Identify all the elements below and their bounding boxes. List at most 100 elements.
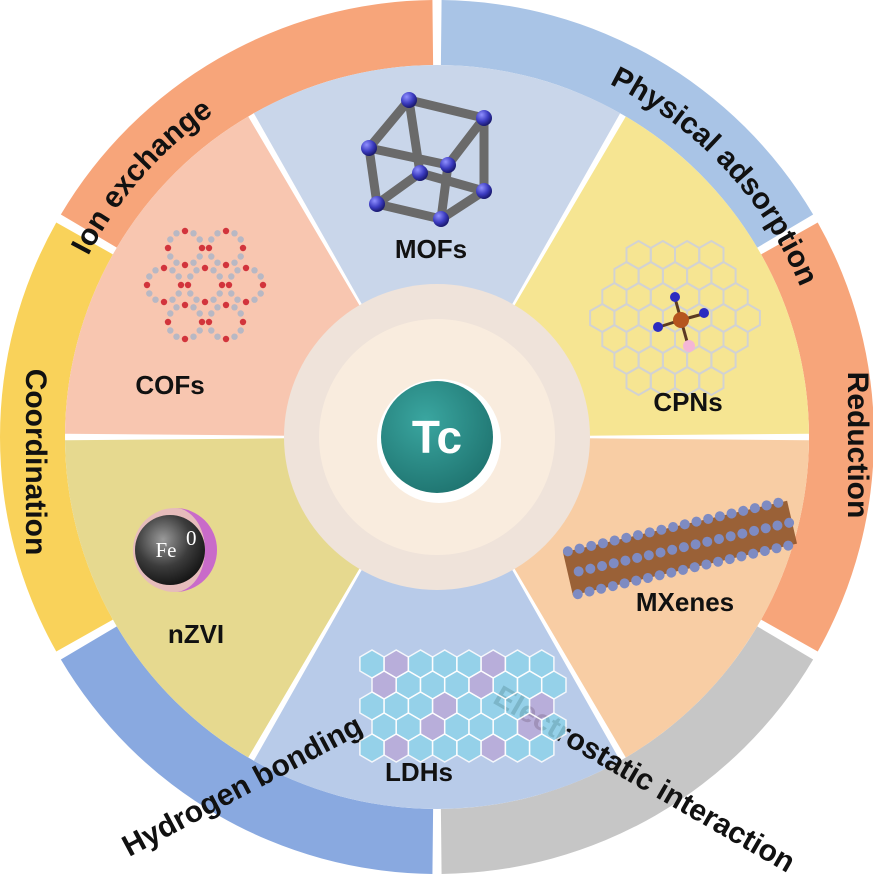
mxene-atom bbox=[702, 536, 713, 547]
cof-atom bbox=[251, 296, 258, 303]
cof-atom bbox=[231, 230, 238, 237]
cof-atom bbox=[205, 318, 213, 326]
cof-atom bbox=[146, 273, 153, 280]
cof-atom bbox=[193, 296, 200, 303]
mxene-atom bbox=[620, 555, 631, 566]
graphene-cell bbox=[698, 365, 725, 397]
mxene-atom bbox=[689, 562, 700, 573]
ring-label-coordination: Coordination bbox=[19, 369, 52, 556]
mxene-atom bbox=[749, 525, 760, 536]
mxene-atom bbox=[608, 558, 619, 569]
cof-atom bbox=[251, 267, 258, 274]
mxene-atom bbox=[761, 500, 772, 511]
mxene-atom bbox=[726, 508, 737, 519]
mxene-atom bbox=[784, 517, 795, 528]
label-cpns: CPNs bbox=[653, 387, 722, 417]
mxene-atom bbox=[771, 543, 782, 554]
cof-atom bbox=[228, 290, 235, 297]
cof-atom bbox=[173, 230, 180, 237]
label-cofs: COFs bbox=[135, 370, 204, 400]
mxene-atom bbox=[644, 527, 655, 538]
mxene-atom bbox=[724, 554, 735, 565]
cof-atom bbox=[231, 333, 238, 340]
cof-atom bbox=[181, 261, 189, 269]
cof-atom bbox=[237, 310, 244, 317]
graphene-lattice-icon bbox=[589, 239, 761, 397]
cof-atom bbox=[214, 333, 221, 340]
mxene-atom bbox=[773, 497, 784, 508]
cof-atom bbox=[237, 236, 244, 243]
cof-atom bbox=[181, 301, 189, 309]
cof-atom bbox=[152, 296, 159, 303]
cof-atom bbox=[242, 298, 250, 306]
mxene-atom bbox=[760, 523, 771, 534]
cof-atom bbox=[210, 296, 217, 303]
ldh-cell bbox=[528, 733, 555, 763]
cof-atom bbox=[187, 290, 194, 297]
mxene-atom bbox=[703, 513, 714, 524]
cof-atom bbox=[190, 333, 197, 340]
mxene-atom bbox=[586, 540, 597, 551]
ldh-cell bbox=[359, 733, 385, 763]
mxene-atom bbox=[725, 531, 736, 542]
cof-atom bbox=[208, 236, 215, 243]
sector-mofs bbox=[253, 64, 621, 307]
mxene-atom bbox=[609, 535, 620, 546]
mxene-atom bbox=[607, 581, 618, 592]
mxene-atom bbox=[759, 545, 770, 556]
cof-atom bbox=[201, 264, 209, 272]
mxene-atom bbox=[713, 556, 724, 567]
cof-atom bbox=[146, 290, 153, 297]
cof-atom bbox=[190, 304, 197, 311]
cof-atom bbox=[214, 304, 221, 311]
cof-atom bbox=[160, 298, 168, 306]
cof-atom bbox=[173, 259, 180, 266]
mxene-atom bbox=[678, 564, 689, 575]
mxene-atom bbox=[597, 538, 608, 549]
mxene-atom bbox=[701, 559, 712, 570]
cof-atom bbox=[177, 281, 185, 289]
mxene-atom bbox=[632, 552, 643, 563]
cof-atom bbox=[143, 281, 151, 289]
layered-mxene-icon bbox=[562, 497, 798, 600]
cof-atom bbox=[196, 253, 203, 260]
cof-atom bbox=[173, 304, 180, 311]
cof-atom bbox=[160, 264, 168, 272]
hexagonal-sheet-icon bbox=[359, 649, 567, 763]
outer-ring-reduction bbox=[761, 222, 873, 652]
mxene-atom bbox=[691, 516, 702, 527]
cof-atom bbox=[167, 310, 174, 317]
cof-atom bbox=[184, 281, 192, 289]
cof-atom bbox=[164, 318, 172, 326]
cof-atom bbox=[218, 281, 226, 289]
mxene-atom bbox=[737, 528, 748, 539]
cof-atom bbox=[152, 267, 159, 274]
cof-atom bbox=[167, 253, 174, 260]
cof-atom bbox=[237, 327, 244, 334]
mxene-atom bbox=[584, 586, 595, 597]
mxene-atom bbox=[656, 524, 667, 535]
cof-atom bbox=[196, 327, 203, 334]
mxene-atom bbox=[668, 522, 679, 533]
cof-atom bbox=[259, 281, 267, 289]
cof-atom bbox=[193, 267, 200, 274]
outer-ring-physical-adsorption bbox=[440, 0, 814, 248]
cof-atom bbox=[231, 304, 238, 311]
cof-atom bbox=[214, 259, 221, 266]
mxene-atom bbox=[748, 548, 759, 559]
mxene-atom bbox=[621, 532, 632, 543]
mxene-atom bbox=[690, 539, 701, 550]
cof-atom bbox=[208, 327, 215, 334]
sector-nzvi bbox=[65, 438, 361, 758]
sector-cofs bbox=[65, 116, 361, 436]
label-nzvi: nZVI bbox=[168, 619, 224, 649]
mxene-atom bbox=[643, 550, 654, 561]
mxene-atom bbox=[619, 578, 630, 589]
cof-atom bbox=[216, 290, 223, 297]
cof-atom bbox=[175, 290, 182, 297]
mxene-atom bbox=[572, 589, 583, 600]
cof-atom bbox=[222, 261, 230, 269]
mxene-atom bbox=[642, 572, 653, 583]
mxene-atom bbox=[562, 546, 573, 557]
cof-atom bbox=[239, 318, 247, 326]
